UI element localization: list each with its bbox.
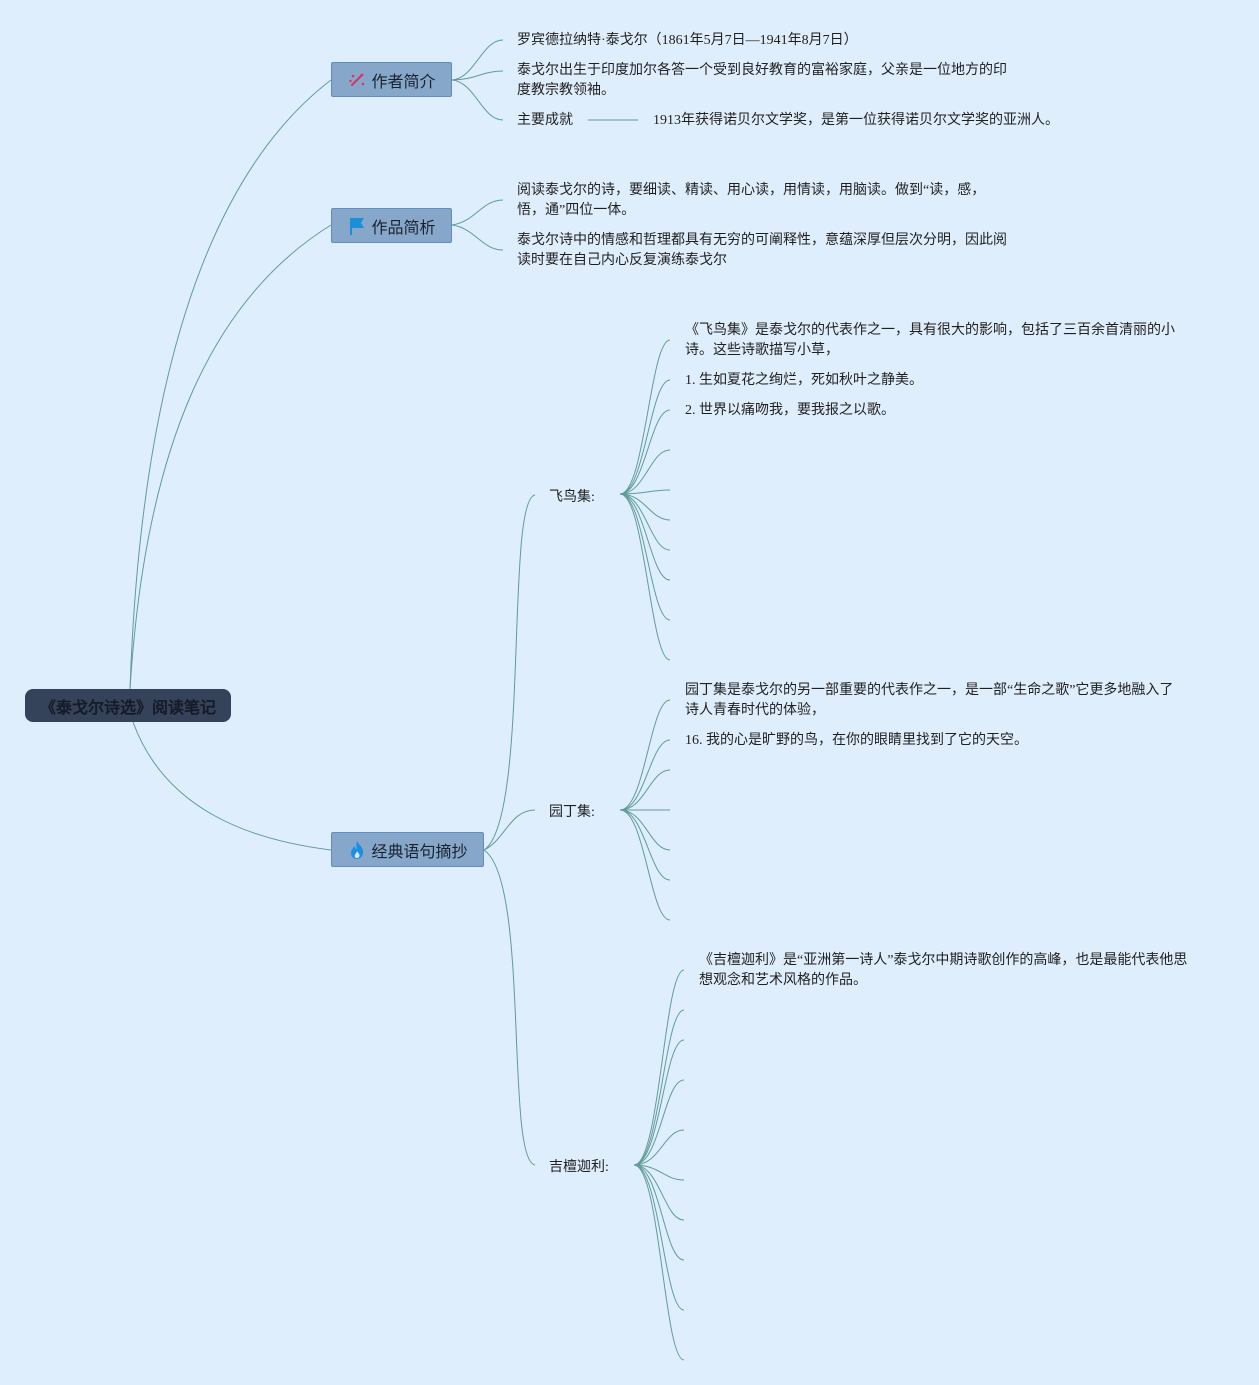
- feiniao-fan: [619, 339, 671, 661]
- collection-stray-birds[interactable]: 飞鸟集:: [549, 490, 595, 505]
- gardener-quote-16[interactable]: 16. 我的心是旷野的鸟，在你的眼睛里找到了它的天空。: [685, 733, 1028, 748]
- branch-classic-quotes[interactable]: 经典语句摘抄: [331, 832, 484, 867]
- connector-works-leaf-2: [451, 224, 504, 251]
- connector-author-leaf-2: [451, 70, 504, 81]
- stray-birds-quote-1[interactable]: 1. 生如夏花之绚烂，死如秋叶之静美。: [685, 373, 923, 388]
- collection-gardener[interactable]: 园丁集:: [549, 805, 595, 820]
- stray-birds-quote-2[interactable]: 2. 世界以痛吻我，要我报之以歌。: [685, 403, 895, 418]
- author-name-dates[interactable]: 罗宾德拉纳特·泰戈尔（1861年5月7日—1941年8月7日）: [517, 33, 858, 48]
- sparkle-wand-icon: [347, 70, 367, 90]
- reading-method-note[interactable]: 阅读泰戈尔的诗，要细读、精读、用心读，用情读，用脑读。做到“读，感，悟，通”四位…: [517, 183, 986, 218]
- connector-root-author: [129, 79, 332, 690]
- connector-quotes-feiniao: [483, 494, 536, 851]
- branch-label: 作品简析: [371, 219, 436, 237]
- main-achievements-label[interactable]: 主要成就: [517, 113, 573, 128]
- branch-works-analysis[interactable]: 作品简析: [331, 208, 452, 243]
- stray-birds-intro[interactable]: 《飞鸟集》是泰戈尔的代表作之一，具有很大的影响，包括了三百余首清丽的小诗。这些诗…: [685, 323, 1175, 358]
- jitan-fan: [633, 969, 685, 1361]
- connector-works-leaf-1: [451, 199, 504, 226]
- connector-author-leaf-3: [451, 79, 504, 121]
- author-background[interactable]: 泰戈尔出生于印度加尔各答一个受到良好教育的富裕家庭，父亲是一位地方的印度教宗教领…: [517, 63, 1007, 98]
- root-topic[interactable]: 《泰戈尔诗选》阅读笔记: [25, 689, 231, 722]
- gitanjali-intro[interactable]: 《吉檀迦利》是“亚洲第一诗人”泰戈尔中期诗歌创作的高峰，也是最能代表他思想观念和…: [699, 953, 1188, 988]
- collection-gitanjali[interactable]: 吉檀迦利:: [549, 1160, 609, 1175]
- connector-author-leaf-1: [451, 39, 504, 81]
- nobel-prize-achievement[interactable]: 1913年获得诺贝尔文学奖，是第一位获得诺贝尔文学奖的亚洲人。: [653, 113, 1059, 128]
- flame-icon: [347, 840, 367, 860]
- connector-root-quotes: [132, 721, 332, 851]
- connector-quotes-jitan: [483, 849, 536, 1166]
- flag-icon: [347, 216, 367, 236]
- yuanding-fan: [619, 699, 671, 921]
- branch-label: 作者简介: [371, 73, 436, 91]
- branch-author-intro[interactable]: 作者简介: [331, 62, 452, 97]
- branch-label: 经典语句摘抄: [371, 843, 468, 861]
- connector-root-works: [129, 224, 332, 690]
- gardener-intro[interactable]: 园丁集是泰戈尔的另一部重要的代表作之一，是一部“生命之歌”它更多地融入了诗人青春…: [685, 683, 1174, 718]
- connector-quotes-yuanding: [483, 809, 536, 851]
- emotion-philosophy-note[interactable]: 泰戈尔诗中的情感和哲理都具有无穷的可阐释性，意蕴深厚但层次分明，因此阅读时要在自…: [517, 233, 1007, 268]
